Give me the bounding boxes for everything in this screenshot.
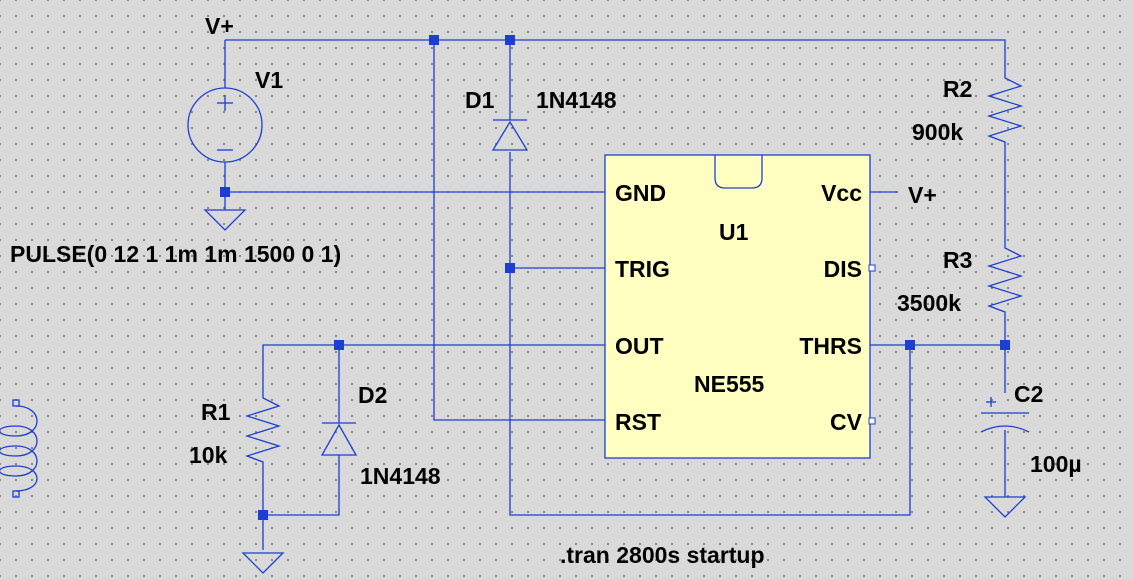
ic-u1-ne555[interactable] bbox=[604, 154, 876, 459]
diode-d1[interactable] bbox=[491, 119, 529, 151]
pin-cv-terminal[interactable] bbox=[868, 417, 876, 425]
resistor-r3[interactable] bbox=[986, 240, 1024, 315]
spice-directive[interactable]: .tran 2800s startup bbox=[560, 542, 765, 568]
inductor-icon bbox=[0, 405, 38, 492]
resistor-r2[interactable] bbox=[986, 70, 1024, 146]
ic-notch bbox=[714, 155, 763, 189]
d1-value-label: 1N4148 bbox=[536, 87, 617, 113]
r1-value-label: 10k bbox=[189, 442, 228, 468]
pin-dis-terminal[interactable] bbox=[868, 264, 876, 272]
resistor-icon bbox=[986, 70, 1024, 146]
r1-ref-label: R1 bbox=[201, 399, 231, 425]
ground-icon bbox=[241, 552, 285, 574]
junction-dot bbox=[334, 340, 344, 350]
pin-label-vcc: Vcc bbox=[821, 180, 862, 206]
u1-value-label: NE555 bbox=[694, 371, 765, 397]
resistor-icon bbox=[244, 390, 282, 470]
diode-icon bbox=[320, 423, 358, 456]
c2-ref-label: C2 bbox=[1014, 381, 1043, 407]
wire-rst[interactable] bbox=[433, 40, 605, 421]
wire-out[interactable] bbox=[262, 344, 605, 390]
junctions bbox=[220, 35, 1010, 520]
pin-label-thrs: THRS bbox=[799, 333, 862, 359]
d2-value-label: 1N4148 bbox=[360, 463, 441, 489]
capacitor-c2[interactable] bbox=[980, 397, 1030, 433]
wire-d2-anode[interactable] bbox=[263, 455, 340, 516]
r2-value-label: 900k bbox=[912, 119, 963, 145]
ic-body bbox=[604, 154, 871, 459]
net-label-vplus-vcc: V+ bbox=[908, 182, 937, 208]
wire-trig-thrs-loop[interactable] bbox=[509, 152, 911, 516]
junction-dot bbox=[429, 35, 439, 45]
junction-dot bbox=[505, 263, 515, 273]
junction-dot bbox=[505, 35, 515, 45]
ground-icon bbox=[983, 496, 1027, 518]
diode-icon bbox=[491, 120, 529, 151]
pin-label-rst: RST bbox=[615, 409, 661, 435]
c2-value-label: 100µ bbox=[1030, 451, 1082, 477]
d1-ref-label: D1 bbox=[465, 87, 495, 113]
r3-ref-label: R3 bbox=[943, 247, 972, 273]
resistor-icon bbox=[986, 240, 1024, 315]
junction-dot bbox=[1000, 340, 1010, 350]
junction-dot bbox=[220, 187, 230, 197]
junction-dot bbox=[905, 340, 915, 350]
u1-ref-label: U1 bbox=[719, 219, 749, 245]
wire-top-rail[interactable] bbox=[225, 39, 1006, 70]
v1-ref-label: V1 bbox=[255, 67, 283, 93]
diode-d2[interactable] bbox=[320, 422, 358, 456]
inductor-terminal-top bbox=[12, 399, 20, 407]
voltage-source-v1[interactable] bbox=[187, 87, 263, 163]
wires bbox=[224, 39, 1006, 550]
pin-label-trig: TRIG bbox=[615, 256, 670, 282]
r2-ref-label: R2 bbox=[943, 76, 972, 102]
v1-value-label: PULSE(0 12 1 1m 1m 1500 0 1) bbox=[10, 241, 341, 267]
pin-label-gnd: GND bbox=[615, 180, 666, 206]
pin-label-dis: DIS bbox=[824, 256, 862, 282]
inductor-symbol[interactable] bbox=[0, 399, 38, 498]
r3-value-label: 3500k bbox=[897, 290, 961, 316]
ground-icon bbox=[203, 209, 247, 231]
voltage-source-icon bbox=[187, 87, 263, 163]
inductor-terminal-bottom bbox=[12, 490, 20, 498]
net-label-vplus-top: V+ bbox=[205, 13, 234, 39]
pin-label-cv: CV bbox=[830, 409, 863, 435]
d2-ref-label: D2 bbox=[358, 382, 387, 408]
pin-label-out: OUT bbox=[615, 333, 664, 359]
resistor-r1[interactable] bbox=[244, 390, 282, 470]
junction-dot bbox=[258, 510, 268, 520]
